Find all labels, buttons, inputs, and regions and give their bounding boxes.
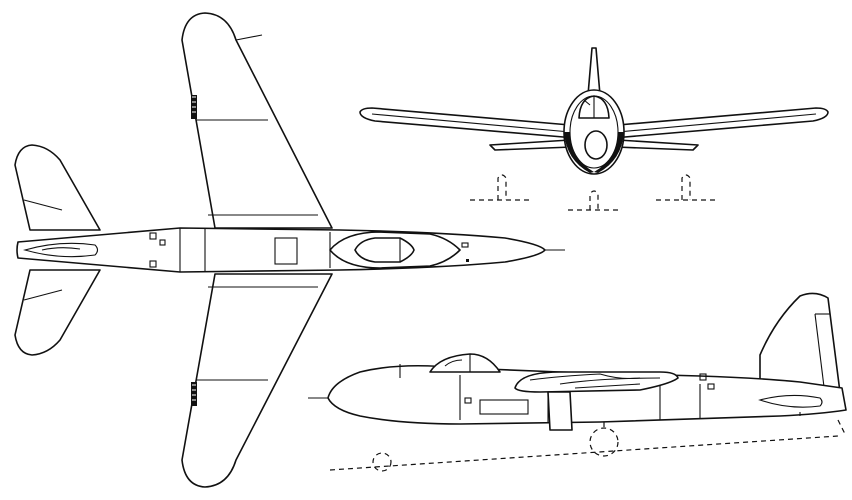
side-fin [759,292,843,409]
side-gear [329,419,847,472]
front-wing-right [612,107,829,139]
plan-view [14,12,565,488]
front-wing-left [359,107,576,139]
lower-wing [181,273,333,488]
upper-wing [181,12,333,229]
side-view [308,292,847,472]
front-view [359,47,829,211]
front-view-gear [470,174,718,211]
side-wing [514,371,679,393]
upper-tailplane [14,144,101,231]
side-canopy [429,353,501,373]
plan-fuselage [16,227,565,273]
lower-tailplane [14,269,101,356]
side-fuselage [308,364,847,425]
front-fuselage [563,89,625,175]
upper-wing-slots [192,96,196,113]
